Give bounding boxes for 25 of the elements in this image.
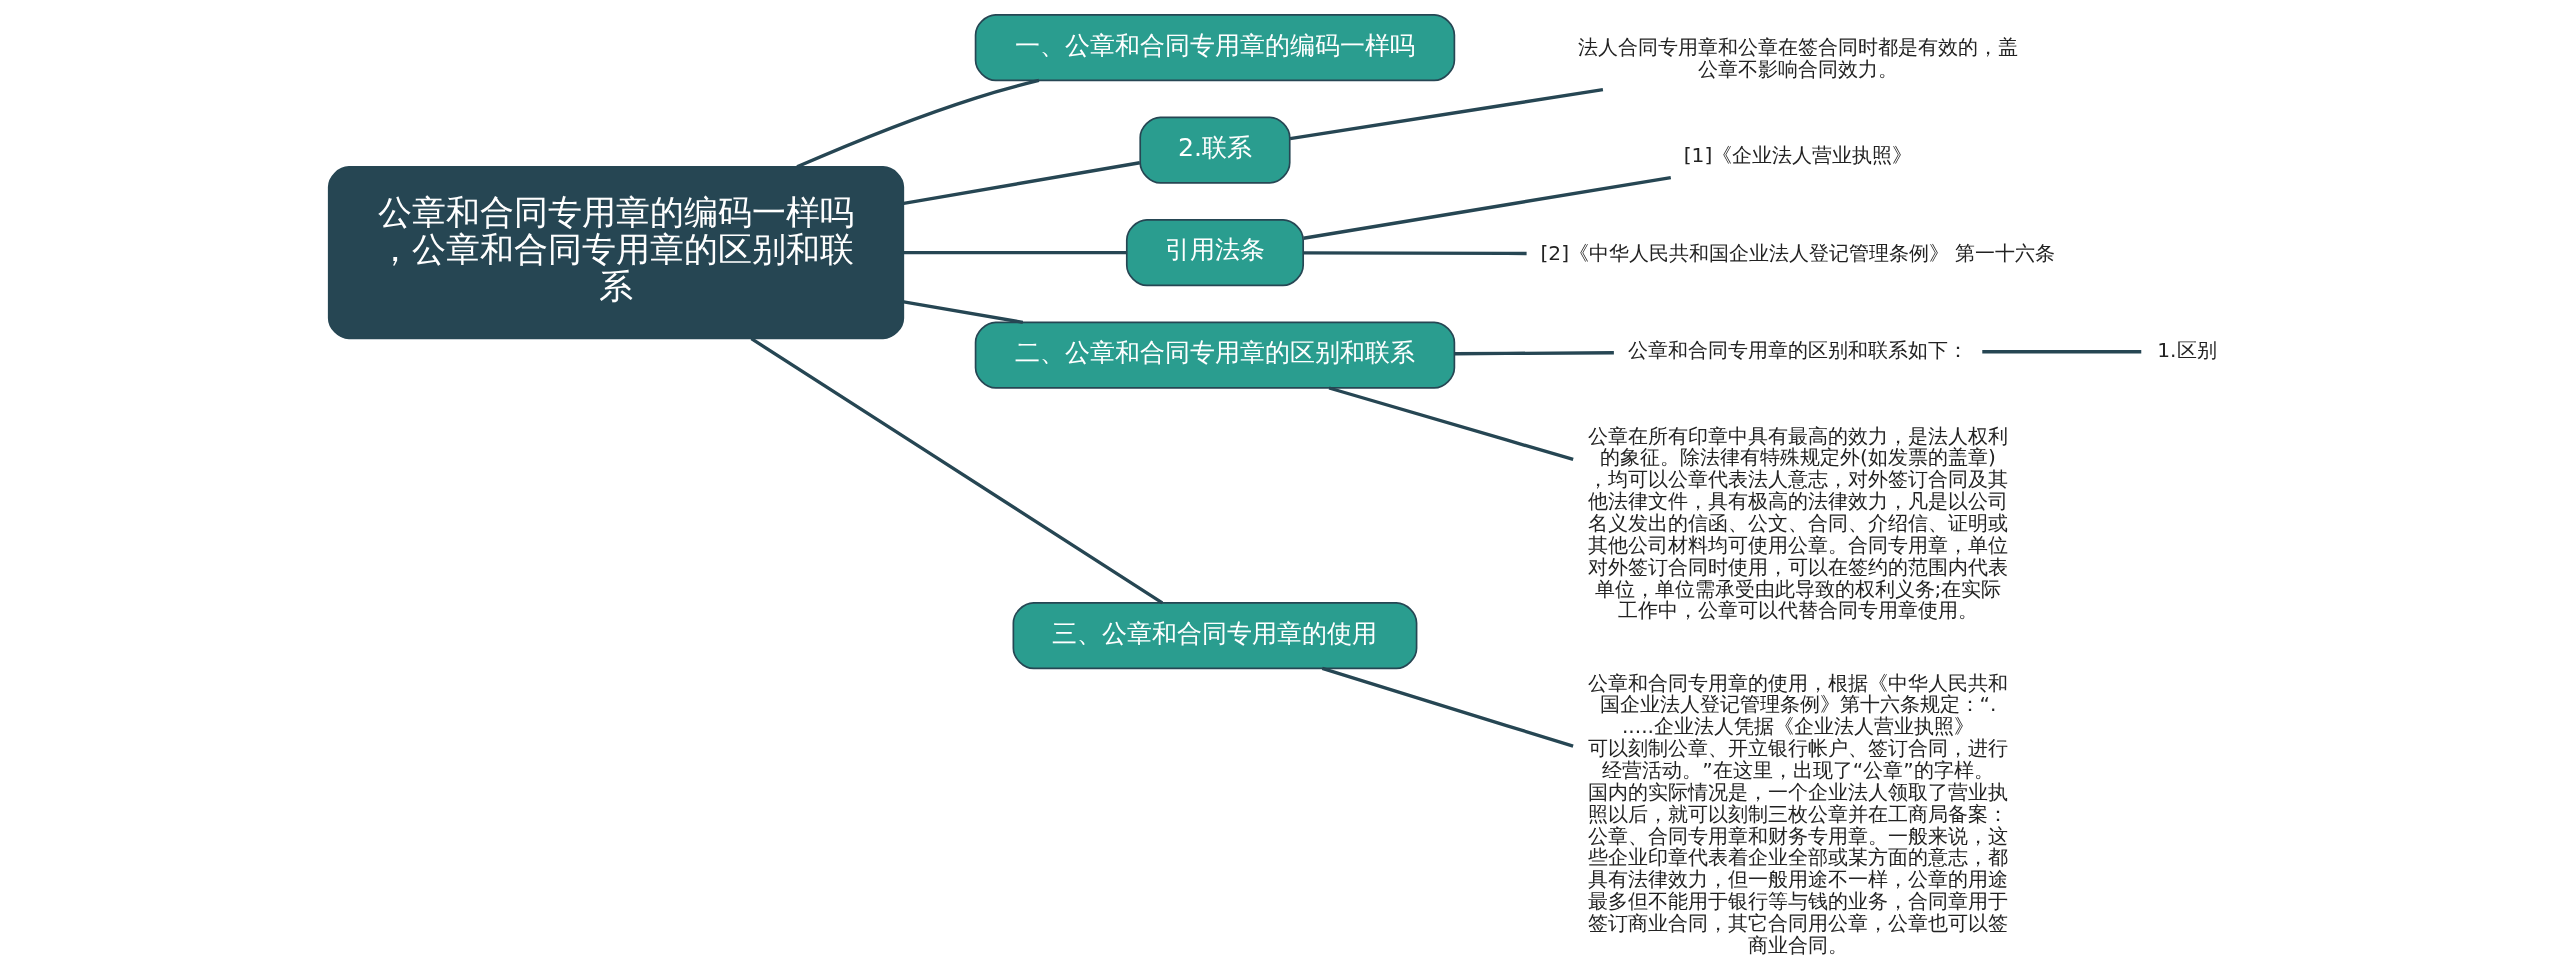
- connector: [902, 300, 1023, 324]
- connector: [749, 337, 1163, 605]
- connector: [1981, 350, 2141, 354]
- connector: [1328, 386, 1574, 462]
- node-text: [2]《中华人民共和国企业法人登记管理条例》 第一十六条: [1539, 240, 2055, 265]
- node-box: 一、公章和合同专用章的编码一样吗: [974, 14, 1455, 82]
- connector: [1321, 666, 1574, 748]
- connector: [795, 78, 1039, 169]
- node-box: 二、公章和合同专用章的区别和联系: [974, 321, 1455, 389]
- node-text: [1]《企业法人营业执照》: [1683, 143, 1912, 168]
- node-box: 公章和合同专用章的编码一样吗，公章和合同专用章的区别和联系: [327, 166, 904, 340]
- connector: [902, 161, 1140, 206]
- connector: [903, 250, 1126, 255]
- node-text: 公章在所有印章中具有最高的效力，是法人权利的象征。除法律有特殊规定外(如发票的盖章)，均可以公章代表法人意志，对外签订合同及其他法律文件，具有极高的法律效力，凡是以公司名义发出的信函、公文、合同、介绍信、证明或其他公司材料均可使用公章。合同专用章，单位对外签订合同时使用，可以在签约的范围内代表单位，单位需承受由此导致的权利义务;在实际工作中，公章可以代替合同专用章使用。: [1587, 423, 2008, 623]
- node-text: 1.区别: [2156, 337, 2217, 362]
- connector: [1302, 175, 1671, 240]
- node-box: 2.联系: [1138, 116, 1291, 184]
- node-text: 公章和合同专用章的区别和联系如下：: [1627, 337, 1968, 362]
- connector: [1454, 351, 1614, 356]
- node-box: 三、公章和合同专用章的使用: [1012, 602, 1417, 670]
- node-text: 公章和合同专用章的使用，根据《中华人民共和国企业法人登记管理条例》第十六条规定：“......企业法人凭据《企业法人营业执照》可以刻制公章、开立银行帐户、签订合同，进行经营活动。”在这里，出现了“公章”的字样。国内的实际情况是，一个企业法人领取了营业执照以后，就可以刻制三枚公章并在工商局备案：公章、合同专用章和财务专用章。一般来说，这些企业印章代表着企业全部或某方面的意志，都具有法律效力，但一般用途不一样，公章的用途最多但不能用于银行等与钱的业务，合同章用于签订商业合同，其它合同用公章，公章也可以签商业合同。: [1587, 670, 2008, 957]
- node-text: 法人合同专用章和公章在签合同时都是有效的，盖公章不影响合同效力。: [1577, 34, 2018, 81]
- node-box: 引用法条: [1125, 219, 1304, 287]
- connector: [1289, 88, 1603, 141]
- connector: [1302, 251, 1527, 256]
